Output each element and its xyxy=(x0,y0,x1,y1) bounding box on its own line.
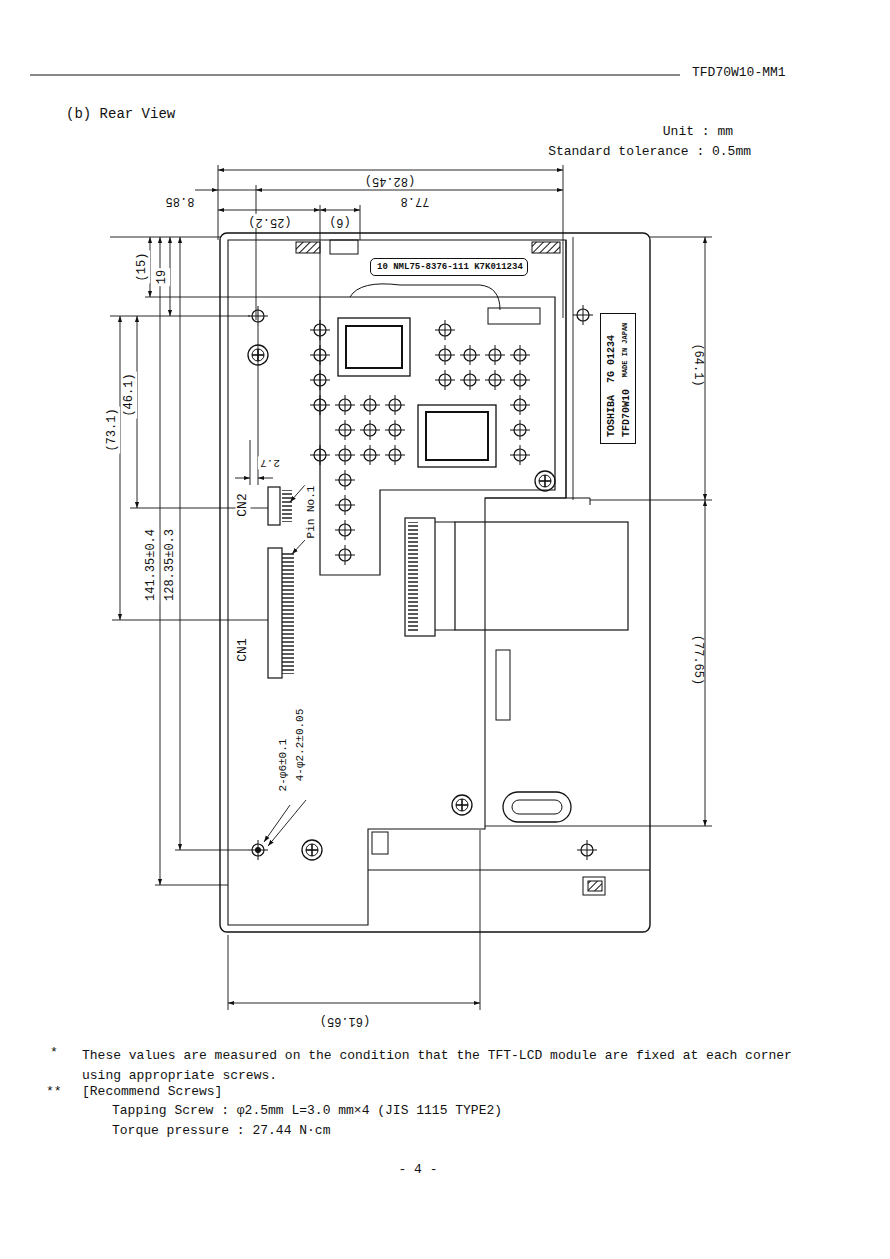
page-number: - 4 - xyxy=(396,1163,439,1178)
document-code: TFD70W10-MM1 xyxy=(690,66,788,81)
dimension: (46.1) xyxy=(123,371,137,418)
hole-callout: 2-φ6±0.1 xyxy=(277,737,290,794)
dimension: (61.65) xyxy=(318,1013,372,1027)
serial-label: 10 NML75-8376-111 K7K011234 xyxy=(370,258,528,276)
tolerance-note: Standard tolerance : 0.5mm xyxy=(546,145,753,160)
dimension: (6) xyxy=(327,214,353,228)
dimension: (82.45) xyxy=(363,173,417,187)
note-text: [Recommend Screws] xyxy=(80,1085,224,1100)
pin-callout: Pin No.1 xyxy=(305,484,318,541)
connector-name: CN2 xyxy=(236,491,251,518)
connector-name: CN1 xyxy=(236,636,251,663)
view-title: (b) Rear View xyxy=(66,106,175,122)
dimension: (25.2) xyxy=(246,214,293,228)
dimension: (64.1) xyxy=(690,341,704,388)
label-text: 10 NML75-8376-111 K7K011234 xyxy=(377,263,523,273)
dimension: 8.85 xyxy=(164,193,197,207)
label-text: TFD70W10 xyxy=(620,389,631,437)
note-text: Tapping Screw : φ2.5mm L=3.0 mm×4 (JIS 1… xyxy=(110,1104,504,1119)
dimension: 141.35±0.4 xyxy=(145,527,159,603)
note-mark: ** xyxy=(44,1085,64,1100)
dimension: (15) xyxy=(136,251,150,284)
label-text: 7G 01234 xyxy=(605,335,616,383)
note-text: These values are measured on the conditi… xyxy=(80,1046,799,1085)
note-text: Torque pressure : 27.44 N·cm xyxy=(110,1124,332,1139)
dimension: 19 xyxy=(156,268,170,286)
note-mark: * xyxy=(48,1046,60,1061)
label-text: TOSHIBA xyxy=(605,395,616,437)
dimension: 2.7 xyxy=(258,457,282,470)
label-text: MADE IN JAPAN xyxy=(622,322,630,377)
dimension: 128.35±0.3 xyxy=(164,527,178,603)
dimension: (73.1) xyxy=(106,406,120,453)
unit-note: Unit : mm xyxy=(661,125,735,140)
maker-label: TOSHIBA 7G 01234TFD70W10 MADE IN JAPAN xyxy=(600,313,636,444)
dimension: (77.65) xyxy=(690,633,704,687)
dimension: 77.8 xyxy=(399,193,432,207)
hole-callout: 4-φ2.2±0.05 xyxy=(294,707,307,784)
